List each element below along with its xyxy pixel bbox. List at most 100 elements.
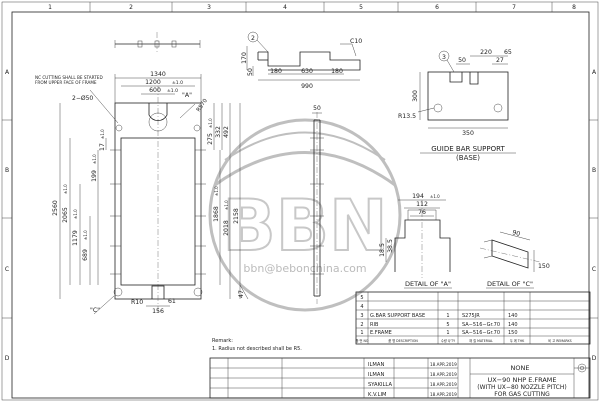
part-row-no: 4 [360, 304, 363, 310]
dim-2018: 2018 [223, 220, 230, 236]
dim-689-tol: ±1.0 [83, 230, 88, 240]
radius-10: R10 [131, 299, 143, 306]
top-edge-view [114, 32, 201, 54]
parts-header-qty: 수량 Q'TY [441, 338, 455, 343]
part-row-dim: 140 [508, 313, 518, 319]
gb-dim-50: 50 [458, 57, 466, 64]
nc-cutting-note: NC CUTTING SHALL BE STARTED [35, 75, 103, 80]
dim-1179: 1179 [72, 230, 79, 246]
tb-scale: NONE [511, 364, 530, 372]
gb-radius: R13.5 [398, 113, 416, 120]
row-label-b-left: B [5, 167, 9, 174]
dim-492: 492 [223, 126, 230, 138]
dc-dim-150: 150 [538, 263, 550, 270]
dim-600-tol: ±1.0 [167, 88, 178, 94]
da-dim-194-tol: ±1.0 [430, 194, 440, 199]
dim-17: 17 [99, 143, 106, 151]
dim-1868-tol: ±1.0 [214, 186, 219, 196]
dc-dim-90: 90 [511, 229, 520, 238]
part-row-no: 3 [360, 313, 363, 319]
tb-title-2: (WITH UX−80 NOZZLE PITCH) [477, 384, 566, 391]
rib-dim-50: 50 [247, 68, 254, 76]
row-label-c-left: C [5, 266, 9, 273]
col-label-3: 3 [207, 4, 211, 11]
col-label-6: 6 [435, 4, 439, 11]
guide-bar-labels: 3 220 65 27 50 300 R13.5 350 GUIDE BAR S… [398, 49, 512, 162]
part-row-name: G.BAR SUPPORT BASE [370, 313, 425, 319]
rib-balloon: 2 [251, 35, 255, 42]
gb-dim-300: 300 [412, 90, 419, 102]
gb-balloon: 3 [442, 54, 446, 61]
rib-detail [246, 31, 361, 81]
parts-header-material: 재 질 MATERIAL [469, 338, 493, 343]
side-view-dim-50: 50 [313, 105, 321, 112]
col-label-5: 5 [359, 4, 363, 11]
part-row-name: E.FRAME [370, 330, 392, 336]
main-view-dimension-lines [59, 74, 249, 315]
gb-title-1: GUIDE BAR SUPPORT [431, 145, 505, 153]
gb-dim-27: 27 [496, 57, 504, 64]
parts-header-dim: 두 께 THK [510, 338, 525, 343]
detail-a-tag: "A" [182, 92, 192, 99]
guide-bar-support [417, 50, 509, 129]
dim-2158: 2158 [233, 208, 240, 224]
part-row-material: SA−516−Gr.70 [462, 322, 500, 328]
da-dim-112: 112 [416, 201, 428, 208]
row-label-a-right: A [592, 69, 597, 76]
row-label-b-right: B [592, 167, 596, 174]
dim-600: 600 [149, 87, 161, 94]
rib-detail-labels: 2 C10 170 50 180 630 180 990 [241, 35, 362, 90]
col-label-1: 1 [48, 4, 52, 11]
title-block-text: ILMAN ILMAN SYAKILLA K.V.LIM 18.APR.2019… [368, 362, 567, 398]
part-row-qty: 1 [446, 330, 449, 336]
parts-list-text: 5 4 3 G.BAR SUPPORT BASE 1 S275JR 140 2 … [356, 295, 572, 343]
tb-name-2: ILMAN [368, 372, 384, 378]
col-label-4: 4 [283, 4, 287, 11]
part-row-material: SA−516−Gr.70 [462, 330, 500, 336]
da-label: DETAIL OF "A" [405, 280, 451, 288]
parts-header-remarks: 비 고 REMARKS [548, 338, 571, 343]
part-row-material: S275JR [462, 313, 480, 319]
gb-dim-65: 65 [504, 49, 512, 56]
gb-dim-350: 350 [462, 130, 474, 137]
remark-line-1: 1. Radius not described shall be R5. [212, 346, 302, 352]
rib-dim-630: 630 [301, 68, 313, 75]
detail-a-labels: 194 ±1.0 112 76 18.5 38.5 DETAIL OF "A" [379, 193, 451, 288]
dim-156: 156 [152, 308, 164, 315]
dc-label: DETAIL OF "C" [487, 280, 533, 288]
row-label-d-right: D [592, 355, 597, 362]
col-label-2: 2 [129, 4, 133, 11]
detail-a [385, 199, 451, 278]
watermark: BBN bbn@bebonchina.com [208, 118, 402, 312]
rib-dim-180b: 180 [331, 68, 343, 75]
watermark-email: bbn@bebonchina.com [243, 262, 366, 275]
dim-1200-tol: ±1.0 [172, 80, 183, 86]
parts-header-no: 품 번 NO [356, 338, 369, 343]
dim-47: 47 [238, 290, 245, 298]
tb-name-3: SYAKILLA [368, 382, 392, 388]
dim-1340: 1340 [150, 71, 166, 78]
dim-275-tol: ±1.0 [208, 118, 213, 128]
main-view-dimensions: 1340 1200 ±1.0 600 ±1.0 "A" R570 2−Ø50 N… [35, 71, 245, 315]
dim-17-tol: ±1.0 [100, 129, 105, 139]
dim-199-tol: ±1.0 [92, 154, 97, 164]
rib-dim-990: 990 [301, 83, 313, 90]
tb-name-1: ILMAN [368, 362, 384, 368]
remark-block: Remark: 1. Radius not described shall be… [212, 338, 302, 352]
dim-2018-tol: ±1.0 [224, 200, 229, 210]
tb-date-2: 18.APR.2019 [430, 372, 457, 377]
tb-date-4: 18.APR.2019 [430, 392, 457, 397]
side-view: 50 [310, 105, 324, 304]
tb-date-1: 18.APR.2019 [430, 362, 457, 367]
dim-2065: 2065 [62, 207, 69, 223]
dim-1179-tol: ±1.0 [73, 209, 78, 219]
col-label-7: 7 [512, 4, 516, 11]
tb-title-3: FOR GAS CUTTING [494, 391, 550, 398]
detail-c-labels: 90 150 DETAIL OF "C" [487, 229, 550, 288]
dim-1868: 1868 [213, 206, 220, 222]
row-label-a-left: A [5, 69, 10, 76]
part-row-qty: 5 [446, 322, 449, 328]
remark-title: Remark: [212, 338, 233, 344]
rib-dim-170: 170 [241, 52, 248, 64]
